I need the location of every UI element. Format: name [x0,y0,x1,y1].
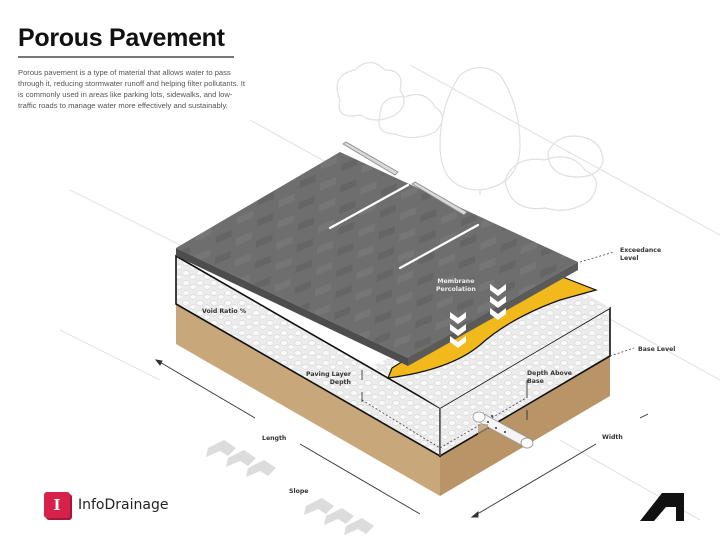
wheel-stop-icon [342,141,468,216]
slope-chevrons-icon [206,440,374,535]
label-void-ratio: Void Ratio % [202,308,247,315]
perforated-pipe-icon [472,411,534,454]
logo-text: InfoDrainage [78,497,169,513]
label-slope: Slope [289,488,309,495]
membrane-layer [387,275,598,379]
title-underline [18,56,234,58]
label-length: Length [262,435,287,442]
infodrainage-logo: I InfoDrainage [44,492,168,518]
page-title: Porous Pavement [18,24,225,52]
label-membrane-percolation: Membrane Percolation [436,278,476,293]
tree-outline-icon [336,61,604,211]
label-exceedance-level: Exceedance Level [620,247,662,262]
label-base-level: Base Level [638,346,676,353]
label-width: Width [602,434,623,441]
label-depth-above-base: Depth Above Base [527,370,572,385]
description: Porous pavement is a type of material th… [18,68,245,110]
label-paving-layer-depth: Paving Layer Depth [306,371,351,386]
percolation-chevrons-icon [450,284,506,348]
dimension-lines [154,359,649,518]
depth-arrows [361,370,528,420]
autodesk-mark-icon [640,493,684,521]
infodrainage-icon: I [44,492,70,518]
